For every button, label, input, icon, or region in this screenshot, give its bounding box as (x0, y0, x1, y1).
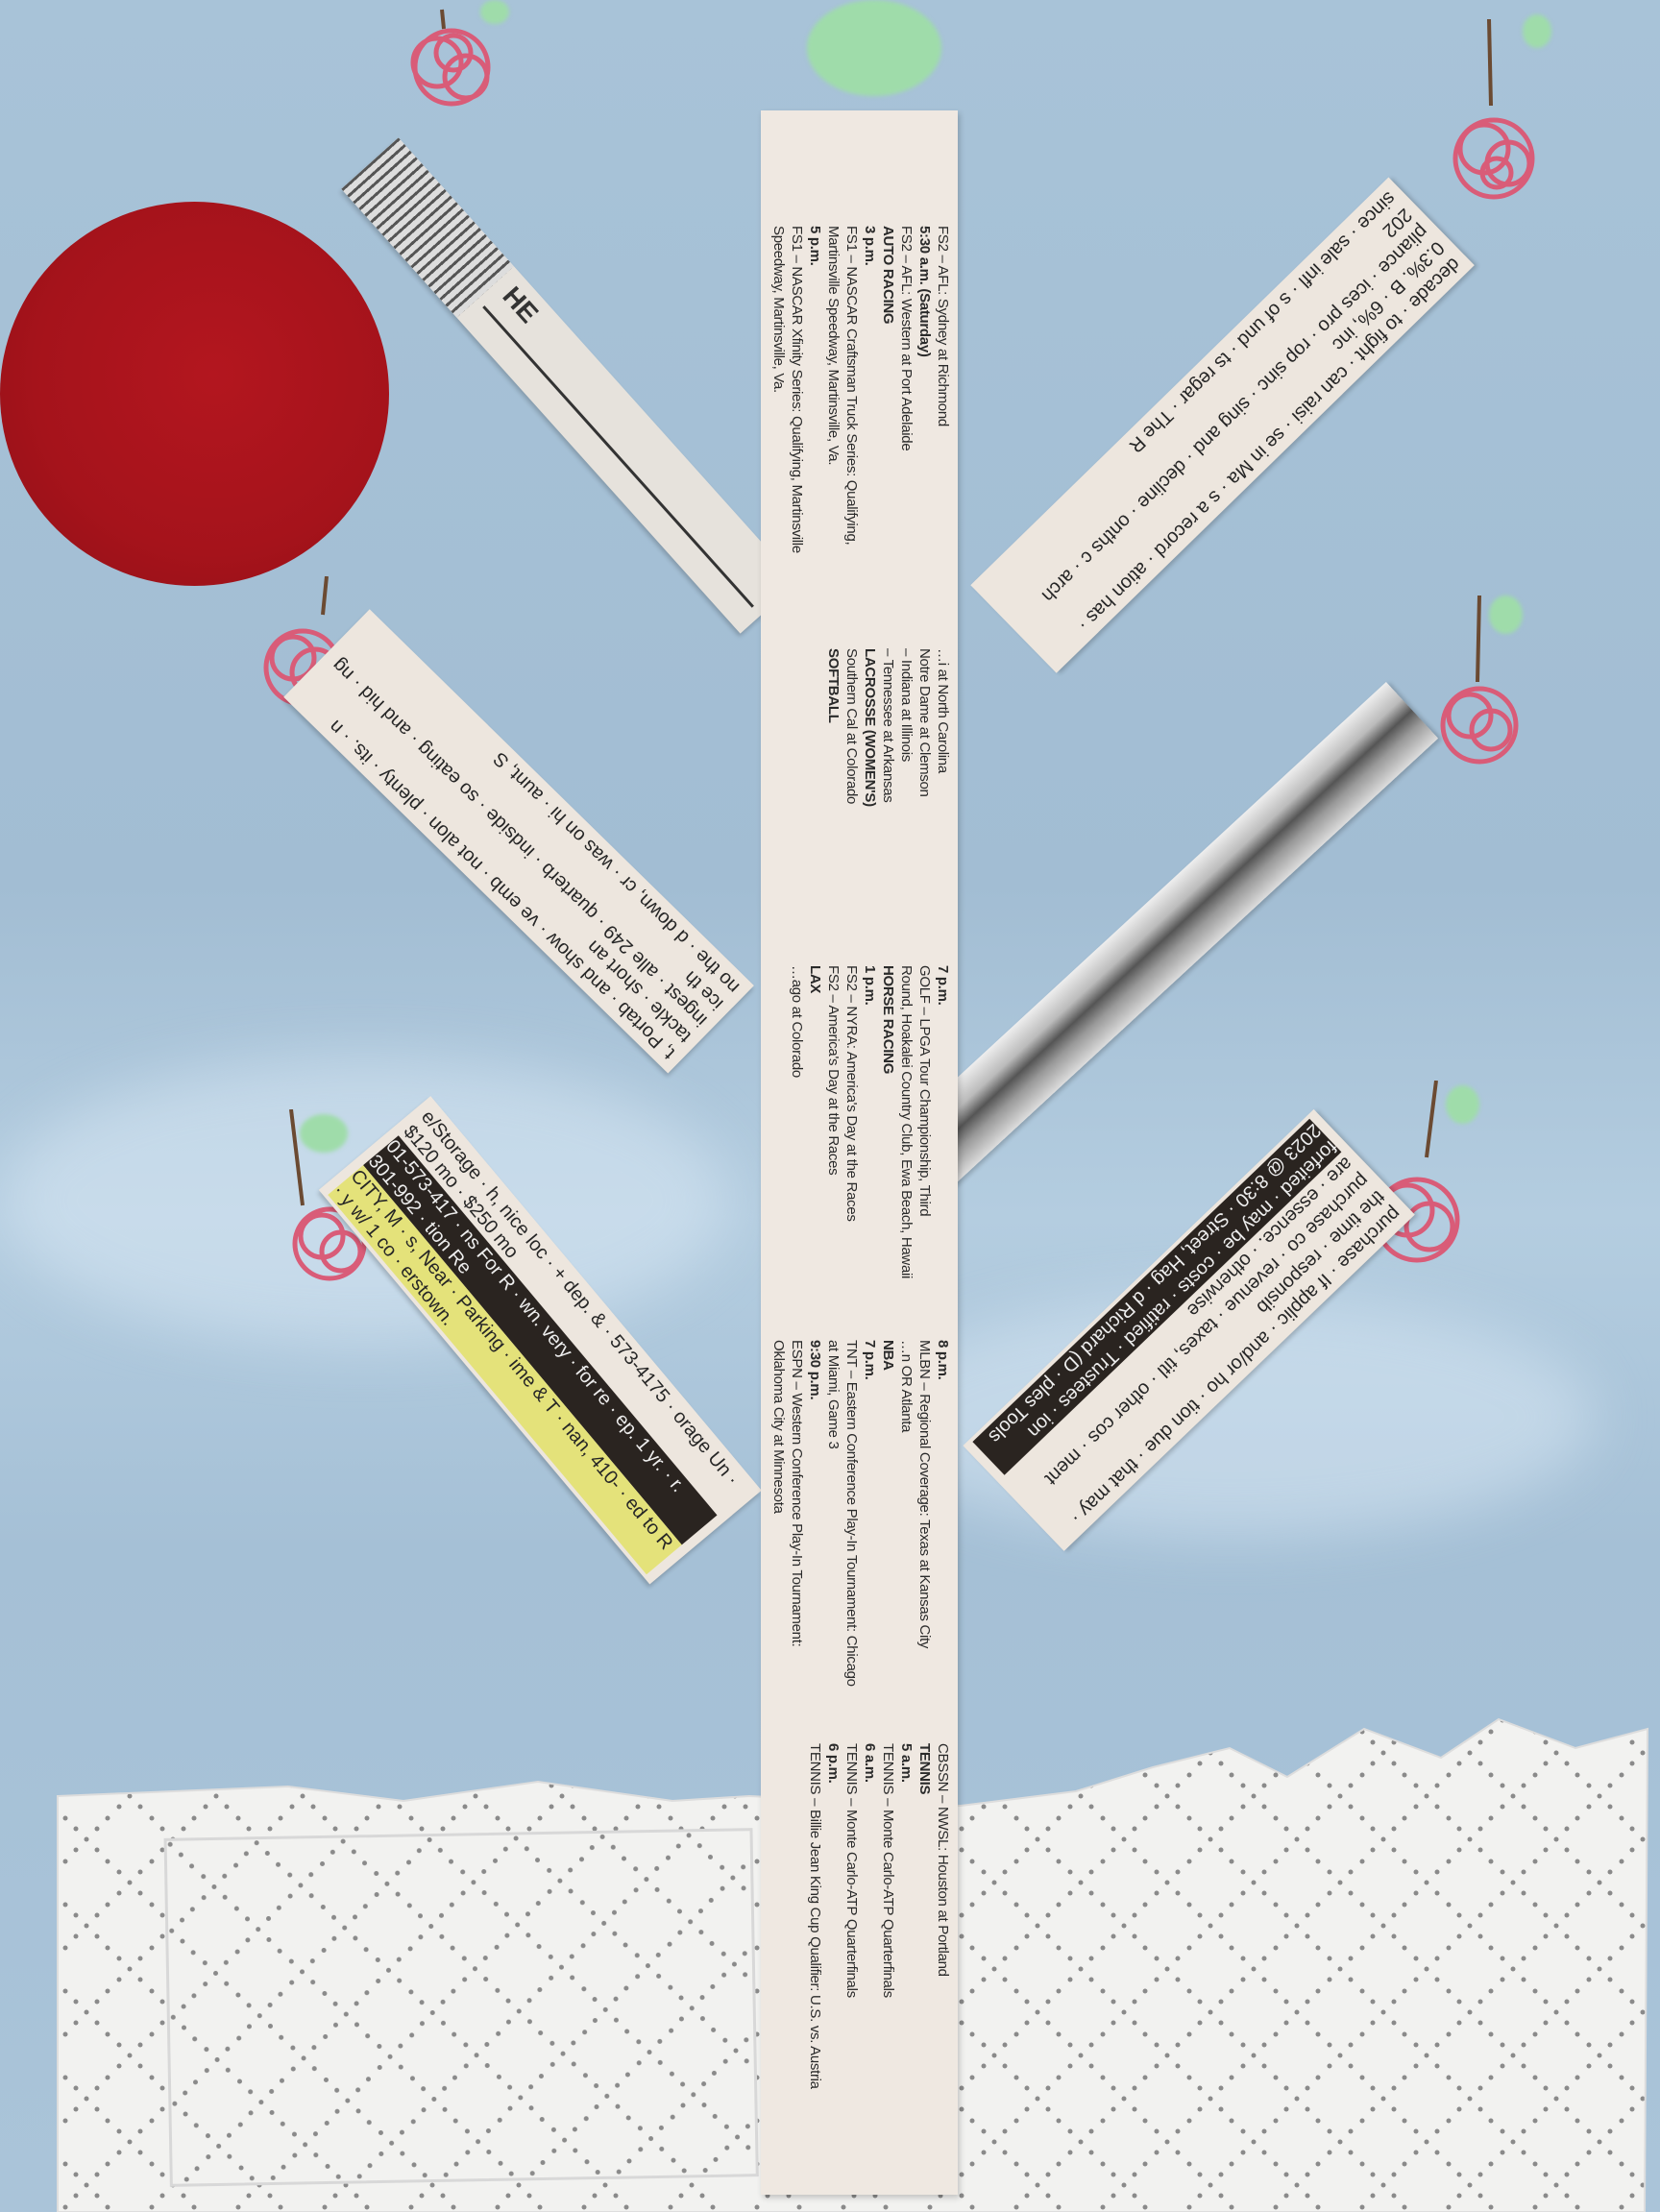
listing-line: 5:30 a.m. (Saturday) (916, 226, 933, 357)
listing-line: 3 p.m. (862, 226, 878, 266)
listing-line: TENNIS – Billie Jean King Cup Qualifier:… (807, 1743, 823, 2089)
branch-headline-fragment: HE (497, 280, 545, 329)
listing-line: TENNIS (916, 1743, 933, 1795)
listing-line: FS2 – NYRA: America's Day at the Races (843, 965, 860, 1222)
listing-line: GOLF – LPGA Tour Championship, Third (916, 965, 933, 1217)
listing-line: Oklahoma City at Minnesota (770, 1340, 787, 1514)
listing-line: CBSSN – NWSL: Houston at Portland (935, 1743, 951, 1977)
cartoon-illustration (341, 137, 514, 318)
listing-line: TENNIS – Monte Carlo-ATP Quarterfinals (880, 1743, 896, 1998)
listing-line: …ago at Colorado (789, 965, 805, 1078)
tv-listing-column: 7 p.m.GOLF – LPGA Tour Championship, Thi… (788, 965, 952, 1278)
green-leaf (300, 1114, 348, 1153)
listing-line: 7 p.m. (862, 1340, 878, 1380)
listing-line: Notre Dame at Clemson (916, 648, 933, 797)
listing-line: FS2 – America's Day at the Races (825, 965, 842, 1176)
listing-line: FS2 – AFL: Western at Port Adelaide (898, 226, 915, 451)
listing-line: 6 a.m. (862, 1743, 878, 1783)
branch-mid-left: t, Portab · and show · ve emb · not alon… (283, 609, 754, 1074)
listing-line: 1 p.m. (862, 965, 878, 1006)
listing-line: 8 p.m. (935, 1340, 951, 1380)
listing-line: SOFTBALL (825, 648, 842, 723)
listing-line: 7 p.m. (935, 965, 951, 1006)
branch-text-line: pliance · ices pro · rop sinc · sing and… (1037, 204, 1432, 607)
branch-upper-left: HE (341, 137, 798, 634)
listing-line: – Tennessee at Arkansas (880, 648, 896, 803)
listing-line: …i at North Carolina (935, 648, 951, 773)
listing-line: FS1 – NASCAR Craftsman Truck Series: Qua… (843, 226, 860, 546)
listing-line: NBA (880, 1340, 896, 1371)
listing-line: LACROSSE (WOMEN'S) (862, 648, 878, 807)
apple-scribble (1452, 19, 1535, 200)
green-leaf (807, 0, 941, 96)
listing-line: LAX (807, 965, 823, 994)
printed-rule (482, 305, 754, 608)
apple-scribble (410, 9, 491, 107)
listing-line: – Indiana at Illinois (898, 648, 915, 762)
listing-line: 5 p.m. (807, 226, 823, 266)
apple-scribble (1440, 596, 1519, 765)
branch-upper-right: decade · to fight · can raisi · se in Ma… (970, 177, 1475, 673)
listing-line: FS1 – NASCAR Xfinity Series: Qualifying,… (789, 226, 805, 553)
listing-line: FS2 – AFL: Sydney at Richmond (935, 226, 951, 426)
tv-listing-column: 8 p.m.MLBN – Regional Coverage: Texas at… (769, 1340, 952, 1687)
green-leaf (1489, 596, 1523, 634)
listing-line: …n OR Atlanta (898, 1340, 915, 1433)
listing-line: MLBN – Regional Coverage: Texas at Kansa… (916, 1340, 933, 1649)
green-leaf (1523, 14, 1551, 48)
listing-line: Speedway, Martinsville, Va. (770, 226, 787, 393)
branch-text-line: decade · to fight · can raisi · se in Ma… (1073, 236, 1465, 636)
branch-text-line: t, Portab · and show · ve emb · not alon… (325, 716, 696, 1063)
listing-line: Round, Hoakalei Country Club, Ewa Beach,… (898, 965, 915, 1279)
listing-line: 9:30 p.m. (807, 1340, 823, 1400)
listing-line: 5 a.m. (898, 1743, 915, 1783)
listing-line: at Miami, Game 3 (825, 1340, 842, 1449)
green-leaf (1446, 1085, 1479, 1124)
listing-line: AUTO RACING (880, 226, 896, 325)
listing-line: TENNIS – Monte Carlo-ATP Quarterfinals (843, 1743, 860, 1998)
listing-line: Martinsville Speedway, Martinsville, Va. (825, 226, 842, 466)
listing-line: TNT – Eastern Conference Play-In Tournam… (843, 1340, 860, 1687)
listing-line: HORSE RACING (880, 965, 896, 1075)
green-leaf (480, 0, 509, 24)
listing-line: ESPN – Western Conference Play-In Tourna… (789, 1340, 805, 1647)
sun (0, 202, 389, 586)
listing-line: 6 p.m. (825, 1743, 842, 1784)
listing-line: Southern Cal at Colorado (843, 648, 860, 805)
branch-text-line: ingest · alle 249 · quarterb · indside ·… (328, 654, 728, 1031)
